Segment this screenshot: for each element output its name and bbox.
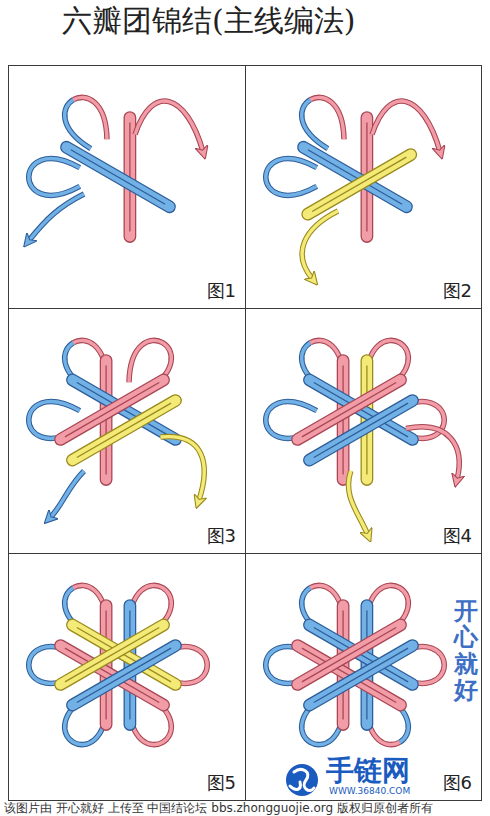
cord-bight (303, 147, 406, 207)
cord-bight (72, 401, 175, 461)
diagram-title: 六瓣团锦结(主线编法) (62, 6, 355, 36)
cord-bight (309, 646, 412, 706)
knot-step (29, 334, 204, 518)
cord-end (372, 101, 440, 151)
cord-end (406, 427, 459, 480)
step-label: 图5 (207, 774, 236, 792)
knot-step (29, 579, 208, 752)
step-label: 图1 (207, 282, 236, 300)
logo-icon (286, 764, 318, 796)
cord-bight (308, 155, 411, 215)
step-panel: 图4 (245, 308, 482, 554)
cord-loop (29, 159, 80, 196)
cord-end (29, 194, 84, 241)
knot-step (29, 91, 203, 241)
step-panel: 图3 (8, 308, 246, 554)
cord-end (161, 437, 205, 501)
image-caption: 该图片由 开心就好 上传至 中国结论坛 bbs.zhongguojie.org … (4, 802, 433, 814)
watermark-text: 开心就好 (454, 598, 478, 704)
knot-step (266, 334, 459, 535)
step-panel: 图5 (8, 553, 246, 801)
cord-end (302, 211, 338, 279)
cord-loop (266, 159, 317, 196)
logo-text: 手链网 (326, 757, 410, 785)
knot-step (266, 91, 440, 279)
cord-end (50, 471, 84, 518)
logo-url: WWW.36840.COM (329, 787, 410, 796)
cord-bight (309, 401, 412, 461)
step-panel: 图1 (8, 65, 246, 309)
cord-end (135, 101, 203, 151)
step-panel: 图2 (245, 65, 482, 309)
cord-bight (72, 646, 175, 706)
step-label: 图4 (443, 527, 472, 545)
step-label: 图2 (443, 282, 472, 300)
knot-step (266, 579, 445, 752)
step-label: 图3 (207, 527, 236, 545)
cord-end (348, 471, 367, 535)
step-label: 图6 (443, 774, 472, 792)
